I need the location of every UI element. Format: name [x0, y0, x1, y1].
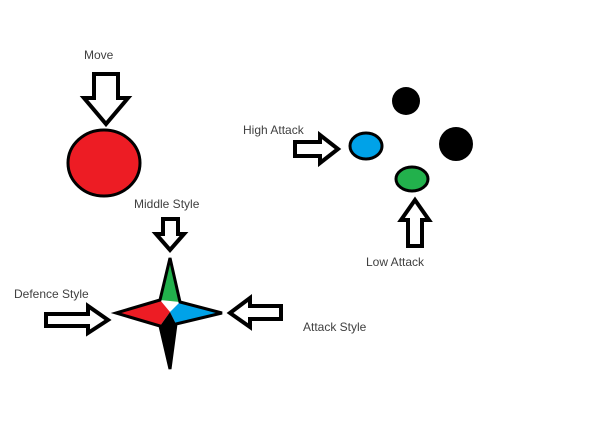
- attack-style-label: Attack Style: [303, 320, 367, 334]
- top-black-button: [392, 87, 420, 115]
- high-attack-blue-button: [348, 131, 384, 161]
- low-attack-green-button: [394, 165, 430, 193]
- star-left-red-segment: [116, 300, 170, 326]
- style-star-icon: [110, 257, 223, 370]
- star-bottom-black-segment: [160, 312, 176, 369]
- move-label: Move: [84, 48, 114, 62]
- move-red-circle: [66, 128, 142, 198]
- move-down-arrow-icon: [79, 72, 133, 128]
- attack-style-left-arrow-icon: [226, 294, 283, 331]
- low-attack-label: Low Attack: [366, 255, 425, 269]
- high-attack-label: High Attack: [243, 123, 305, 137]
- middle-style-down-arrow-icon: [151, 217, 189, 254]
- defence-style-right-arrow-icon: [44, 302, 112, 337]
- low-attack-up-arrow-icon: [397, 196, 433, 248]
- star-top-green-segment: [160, 258, 180, 302]
- high-attack-right-arrow-icon: [293, 130, 342, 168]
- middle-style-label: Middle Style: [134, 197, 200, 211]
- defence-style-label: Defence Style: [14, 287, 89, 301]
- star-outline: [110, 257, 223, 370]
- star-right-blue-segment: [170, 302, 222, 324]
- right-black-button: [439, 127, 473, 161]
